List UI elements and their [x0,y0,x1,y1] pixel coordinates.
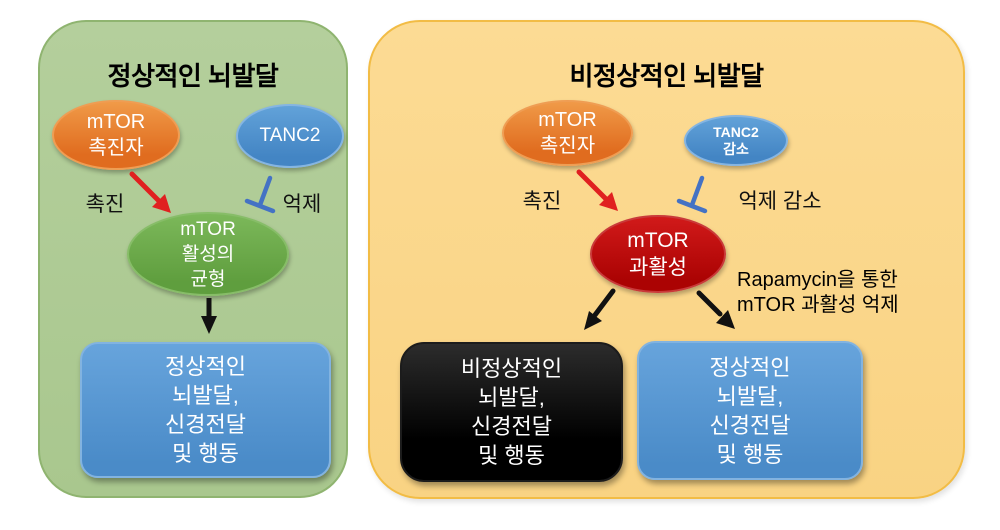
mtor-balance-text: mTOR 활성의 균형 [180,218,236,290]
outcome-box-normal: 정상적인 뇌발달, 신경전달 및 행동 [80,342,331,478]
tanc2-text: TANC2 [259,125,321,146]
inhibit-tbar-right-icon [676,175,708,214]
flow-arrow-down-icon [201,298,217,334]
outcome-normal-text: 정상적인 뇌발달, 신경전달 및 행동 [165,354,246,466]
outcome-box-rescued: 정상적인 뇌발달, 신경전달 및 행동 [637,341,863,480]
panel-title-abnormal: 비정상적인 뇌발달 [569,60,764,91]
normal-development-panel: 정상적인 뇌발달 mTOR 촉진자 TANC2 촉진 억제 mTOR 활성의 균… [38,20,348,498]
tanc2-reduced-ellipse: TANC2 감소 [684,115,788,166]
promote-label: 촉진 [85,193,125,216]
outcome-box-abnormal: 비정상적인 뇌발달, 신경전달 및 행동 [400,342,623,482]
tanc2-reduced-text: TANC2 감소 [713,123,759,157]
mtor-balance-ellipse: mTOR 활성의 균형 [127,212,289,296]
promote-label-right: 촉진 [522,190,562,213]
rapamycin-note: Rapamycin을 통한 mTOR 과활성 억제 [737,269,899,316]
tanc2-ellipse: TANC2 [236,104,344,168]
mtor-promoter-ellipse-right: mTOR 촉진자 [502,100,633,166]
mtor-promoter-right-text: mTOR 촉진자 [538,109,597,157]
promote-arrow-right-icon [576,169,618,211]
inhibit-label: 억제 [282,193,322,216]
inhibit-tbar-icon [244,175,276,214]
promote-arrow-icon [129,171,171,213]
outcome-rescued-text: 정상적인 뇌발달, 신경전달 및 행동 [709,354,791,467]
mtor-hyperactivity-ellipse: mTOR 과활성 [590,215,726,293]
inhibit-reduced-label: 억제 감소 [738,190,822,213]
flow-arrow-right-icon [696,290,735,329]
outcome-abnormal-text: 비정상적인 뇌발달, 신경전달 및 행동 [460,356,563,468]
abnormal-development-panel: 비정상적인 뇌발달 mTOR 촉진자 TANC2 감소 촉진 억제 감소 mTO… [368,20,965,499]
panel-title-normal: 정상적인 뇌발달 [107,60,279,91]
mtor-hyperactivity-text: mTOR 과활성 [627,229,689,279]
flow-arrow-left-icon [584,288,616,330]
mtor-promoter-ellipse: mTOR 촉진자 [52,100,180,170]
mtor-promoter-text: mTOR 촉진자 [86,111,146,159]
